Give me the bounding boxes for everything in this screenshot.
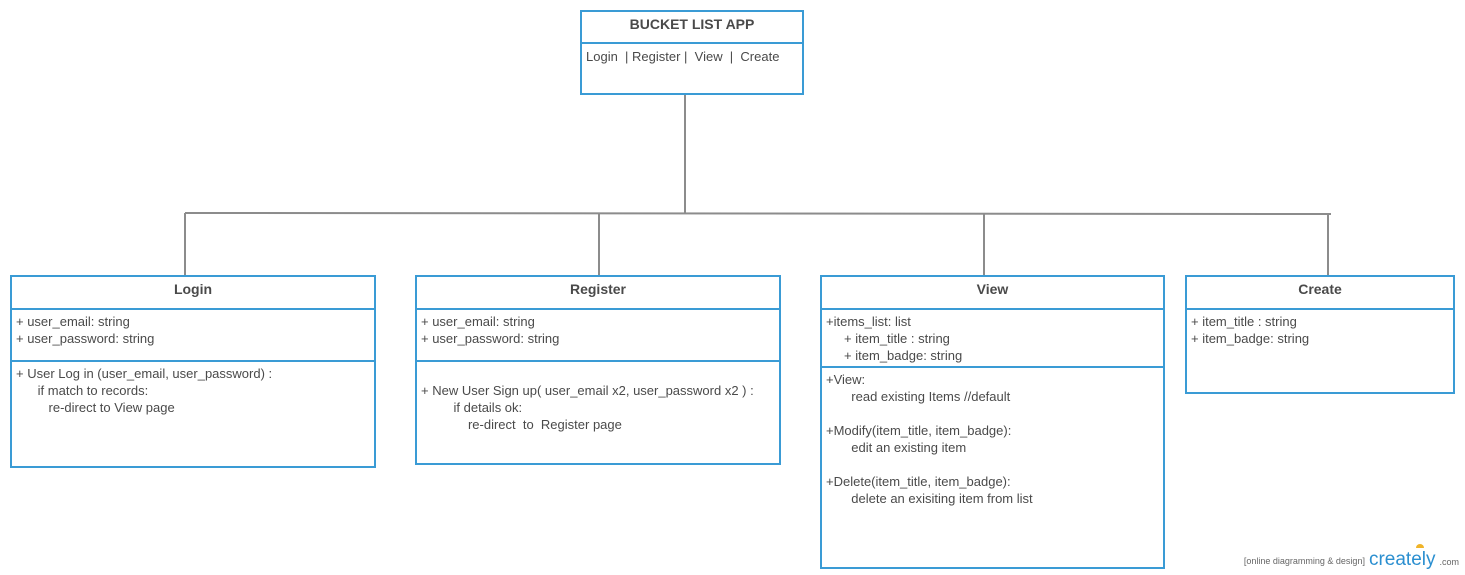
method-line: read existing Items //default bbox=[826, 389, 1011, 404]
creately-brand-text: creately bbox=[1368, 549, 1436, 570]
method-line: delete an exisiting item from list bbox=[826, 491, 1033, 506]
creately-logo: creately bbox=[1368, 544, 1436, 570]
connector-horizontal-bus bbox=[184, 212, 1332, 215]
method-line: +Modify(item_title, item_badge): bbox=[826, 423, 1012, 438]
watermark-tagline: [online diagramming & design] bbox=[1243, 556, 1365, 566]
attribute-line: + item_title : string bbox=[1191, 314, 1297, 329]
app-title: BUCKET LIST APP bbox=[629, 16, 755, 32]
method-line bbox=[826, 405, 1159, 422]
attribute-line: + user_password: string bbox=[421, 331, 560, 346]
method-line: + New User Sign up( user_email x2, user_… bbox=[421, 383, 754, 398]
view-methods: +View: read existing Items //default +Mo… bbox=[822, 366, 1163, 507]
method-line: if details ok: bbox=[421, 400, 523, 415]
view-attributes: +items_list: list + item_title : string … bbox=[822, 308, 1163, 366]
register-class-name: Register bbox=[569, 281, 627, 297]
method-line: +View: bbox=[826, 372, 866, 387]
method-line: if match to records: bbox=[16, 383, 149, 398]
creately-watermark: [online diagramming & design] creately .… bbox=[1243, 544, 1459, 570]
method-line: +Delete(item_title, item_badge): bbox=[826, 474, 1011, 489]
create-attributes: + item_title : string + item_badge: stri… bbox=[1187, 308, 1453, 347]
register-attributes: + user_email: string + user_password: st… bbox=[417, 308, 779, 360]
attribute-line: + user_password: string bbox=[16, 331, 155, 346]
method-line bbox=[826, 456, 1159, 473]
sun-icon bbox=[1416, 544, 1425, 548]
register-class-box: Register + user_email: string + user_pas… bbox=[415, 275, 781, 465]
method-line: re-direct to View page bbox=[16, 400, 175, 415]
view-class-box: View +items_list: list + item_title : st… bbox=[820, 275, 1165, 569]
attribute-line: + item_badge: string bbox=[826, 348, 963, 363]
attribute-line: + item_badge: string bbox=[1191, 331, 1310, 346]
method-line: re-direct to Register page bbox=[421, 417, 622, 432]
create-class-box: Create + item_title : string + item_badg… bbox=[1185, 275, 1455, 394]
app-root-box: BUCKET LIST APP Login | Register | View … bbox=[580, 10, 804, 95]
method-line: + User Log in (user_email, user_password… bbox=[16, 366, 273, 381]
register-methods: + New User Sign up( user_email x2, user_… bbox=[417, 360, 779, 433]
app-menu-section: Login | Register | View | Create bbox=[582, 42, 802, 65]
login-class-name: Login bbox=[173, 281, 213, 297]
attribute-line: +items_list: list bbox=[826, 314, 911, 329]
create-class-name: Create bbox=[1298, 281, 1342, 297]
method-line: edit an existing item bbox=[826, 440, 967, 455]
view-class-name: View bbox=[976, 281, 1009, 297]
attribute-line: + user_email: string bbox=[16, 314, 130, 329]
login-class-box: Login + user_email: string + user_passwo… bbox=[10, 275, 376, 468]
attribute-line: + item_title : string bbox=[826, 331, 950, 346]
method-line bbox=[421, 365, 775, 382]
login-attributes: + user_email: string + user_password: st… bbox=[12, 308, 374, 360]
login-methods: + User Log in (user_email, user_password… bbox=[12, 360, 374, 416]
app-menu-text: Login | Register | View | Create bbox=[586, 49, 780, 64]
watermark-tld: .com bbox=[1439, 557, 1459, 567]
attribute-line: + user_email: string bbox=[421, 314, 535, 329]
